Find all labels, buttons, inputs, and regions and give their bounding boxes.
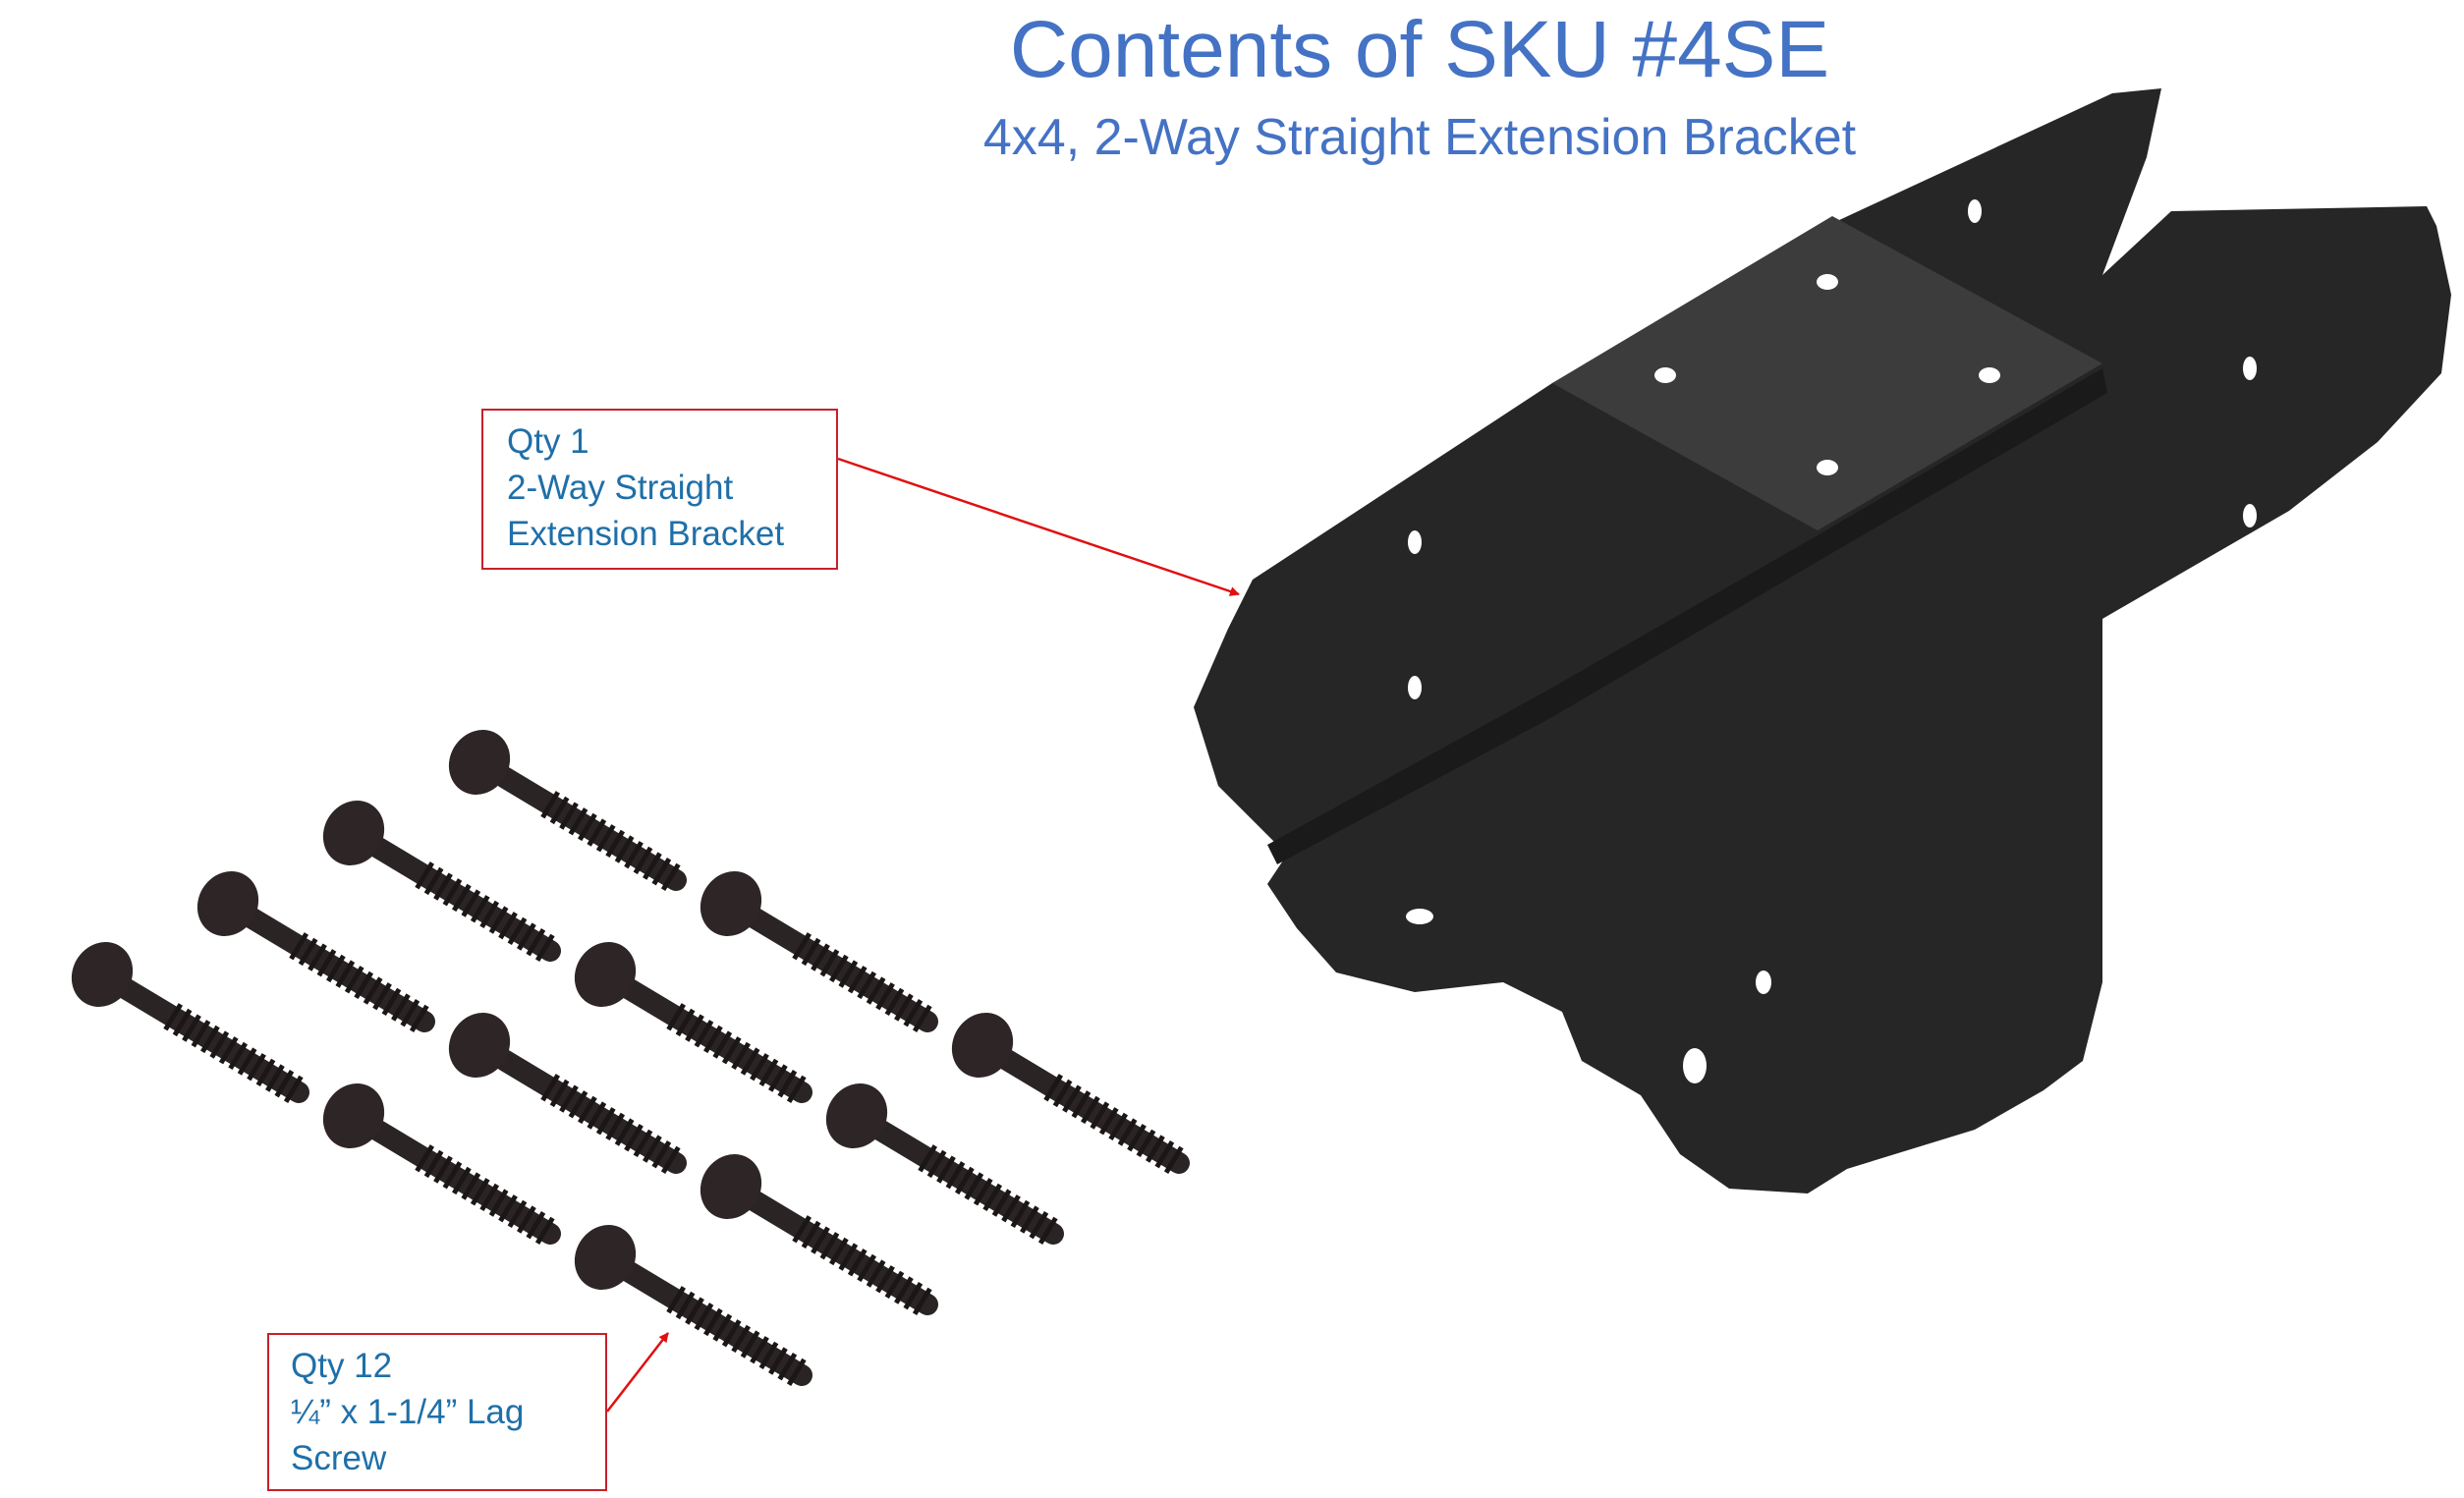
callout-arrow-bracket [837,457,1240,596]
callout-bracket: Qty 1 2-Way Straight Extension Bracket [481,409,838,570]
lag-screw [574,942,812,1105]
callout-line: 2-Way Straight [507,469,734,507]
lag-screw [700,1154,938,1317]
callout-line: Extension Bracket [507,515,785,553]
lag-screw [71,942,309,1105]
lag-screw [196,871,435,1034]
lag-screw [825,1083,1064,1247]
callout-arrow-screw [606,1332,669,1413]
lag-screw [448,730,687,893]
lag-screw [951,1013,1190,1176]
lag-screw [448,1013,687,1176]
bracket-image [1194,88,2451,1193]
callout-screw: Qty 12 ¼” x 1-1/4” Lag Screw [267,1333,607,1491]
lag-screw [322,801,561,964]
callout-line: Qty 12 [291,1347,393,1385]
lag-screw [700,871,938,1034]
page-subtitle: 4x4, 2-Way Straight Extension Bracket [982,109,1857,166]
callout-line: ¼” x 1-1/4” Lag [291,1393,525,1431]
lag-screws-image [71,730,1190,1388]
callout-line: Qty 1 [507,422,589,461]
lag-screw [322,1083,561,1247]
callout-line: Screw [291,1439,387,1477]
page-title: Contents of SKU #4SE [1009,5,1830,94]
lag-screw [574,1225,812,1388]
